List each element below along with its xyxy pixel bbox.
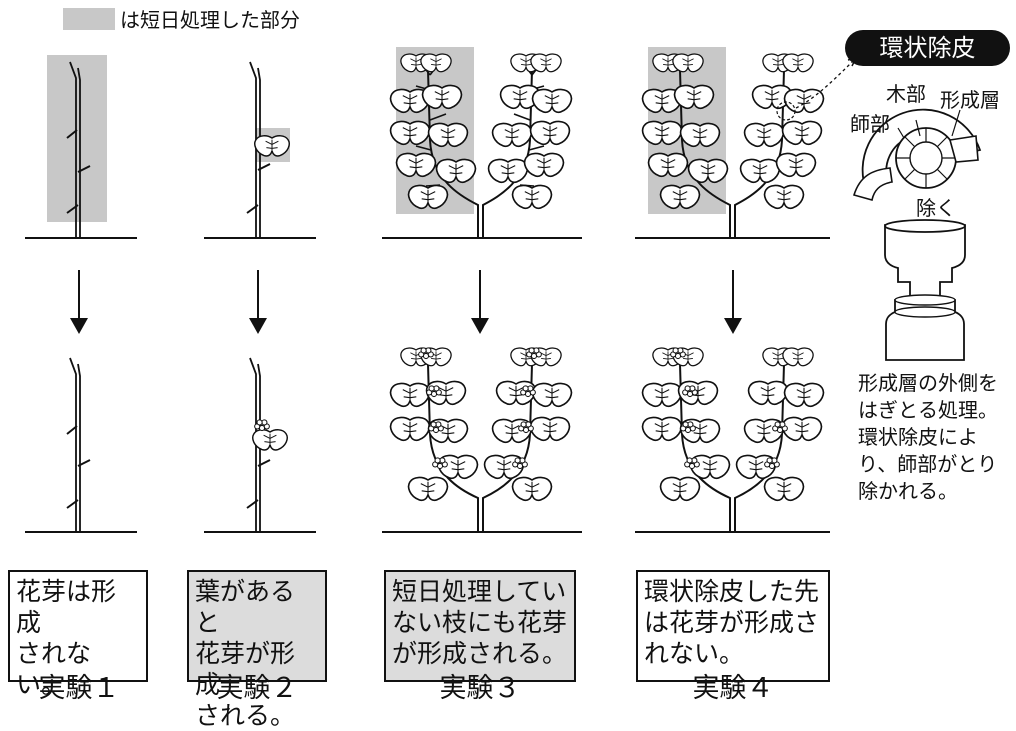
down-arrow-2 — [249, 270, 267, 334]
label-phloem: 師部 — [850, 112, 890, 136]
diagram-canvas — [25, 8, 982, 533]
girdled-stem-illustration — [884, 219, 966, 361]
label-cambium: 形成層 — [940, 88, 1000, 112]
experiment-4-bottom — [635, 347, 830, 533]
experiment-4-top — [635, 47, 858, 239]
experiment-label-2: 実験２ — [216, 673, 298, 704]
down-arrow-1 — [70, 270, 88, 334]
experiment-3-bottom — [382, 347, 582, 533]
girdling-title-badge: 環状除皮 — [845, 30, 1010, 66]
legend-swatch — [63, 8, 115, 30]
legend-text: は短日処理した部分 — [120, 8, 300, 32]
experiment-label-3: 実験３ — [439, 673, 521, 704]
experiment-label-1: 実験１ — [38, 673, 120, 704]
down-arrow-4 — [724, 270, 742, 334]
label-remove: 除く — [916, 196, 956, 220]
down-arrow-3 — [471, 270, 489, 334]
experiment-1-bottom — [25, 357, 137, 533]
experiment-2-top — [204, 61, 316, 239]
experiment-3-top — [382, 47, 582, 239]
experiment-label-4: 実験４ — [692, 673, 774, 704]
label-xylem: 木部 — [886, 82, 926, 106]
result-box-3: 短日処理してい ない枝にも花芽 が形成される。 — [384, 570, 576, 682]
experiment-2-bottom — [204, 357, 316, 533]
result-box-1: 花芽は形成 されない。 — [8, 570, 148, 699]
result-box-4: 環状除皮した先 は花芽が形成さ れない。 — [636, 570, 830, 682]
girdling-cross-section — [852, 108, 982, 202]
experiment-1-top — [25, 55, 137, 239]
girdling-note: 形成層の外側を はぎとる処理。 環状除皮によ り、師部がとり 除かれる。 — [858, 371, 998, 503]
